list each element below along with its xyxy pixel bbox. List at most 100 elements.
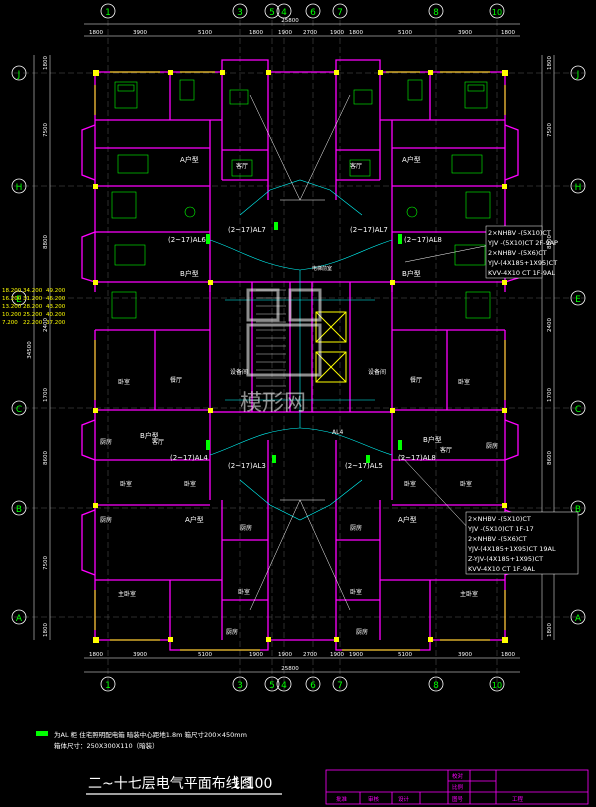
svg-text:H: H xyxy=(16,183,23,193)
svg-text:主卧室: 主卧室 xyxy=(118,590,136,598)
svg-text:1900: 1900 xyxy=(330,652,344,658)
svg-text:J: J xyxy=(576,70,580,80)
cable-notes-lower: 2×NHBV -(5X10)CT YJV -(5X10)CT 1F-17 2×N… xyxy=(465,511,579,575)
svg-text:8600: 8600 xyxy=(43,451,49,465)
svg-text:16.200: 16.200 xyxy=(2,296,22,302)
room-labels: A户型 A户型 B户型 B户型 B户型 B户型 A户型 A户型 卧室 卧室 厨房… xyxy=(100,155,500,636)
svg-text:比例: 比例 xyxy=(452,783,464,791)
svg-text:厨房: 厨房 xyxy=(240,524,252,532)
furniture xyxy=(111,79,491,319)
legend-text-1: 为AL 柜 住宅照明配电箱 暗装中心距地1.8m 箱尺寸200×450mm xyxy=(54,730,247,739)
dimension-text-left: 1800 7500 8800 2400 1700 8600 7500 1800 … xyxy=(27,56,49,637)
svg-text:8800: 8800 xyxy=(43,235,49,249)
cable-notes-upper: 2×NHBV -(5X10)CT YJV -(5X10)CT 2F-9AP 2×… xyxy=(485,225,558,279)
svg-text:E: E xyxy=(575,295,581,305)
panel-label-al7: (2~17)AL7 xyxy=(350,226,388,234)
svg-text:3900: 3900 xyxy=(458,30,472,36)
svg-text:厨房: 厨房 xyxy=(486,442,498,450)
svg-text:46.200: 46.200 xyxy=(46,296,66,302)
svg-text:E: E xyxy=(16,295,22,305)
windows xyxy=(94,71,506,651)
svg-text:客厅: 客厅 xyxy=(350,162,362,170)
svg-text:A: A xyxy=(16,614,23,624)
svg-text:批准: 批准 xyxy=(336,795,348,803)
unit-label: B户型 xyxy=(180,269,199,278)
svg-text:1: 1 xyxy=(105,681,111,691)
svg-text:7.200: 7.200 xyxy=(2,320,18,326)
panel-label-al3: (2~17)AL3 xyxy=(228,462,266,470)
svg-text:5100: 5100 xyxy=(198,652,212,658)
svg-text:7: 7 xyxy=(337,681,343,691)
svg-text:4: 4 xyxy=(281,8,287,18)
title-block-text: 批准 审核 设计 校对 比例 图号 工程 xyxy=(336,772,524,803)
legend-swatch xyxy=(36,731,48,736)
axis-bubble-E: E xyxy=(11,290,27,306)
svg-text:C: C xyxy=(575,405,581,415)
svg-text:8800: 8800 xyxy=(547,235,553,249)
svg-text:1800: 1800 xyxy=(501,30,515,36)
svg-text:43.200: 43.200 xyxy=(46,304,66,310)
svg-text:厨房: 厨房 xyxy=(350,524,362,532)
svg-text:1700: 1700 xyxy=(43,388,49,402)
svg-text:卧室: 卧室 xyxy=(460,480,472,488)
top-axis-bubbles: 1 3 5 4 6 7 8 10 xyxy=(100,3,505,19)
svg-text:1700: 1700 xyxy=(547,388,553,402)
stairs xyxy=(256,289,286,395)
svg-text:3900: 3900 xyxy=(458,652,472,658)
svg-text:YJV -(5X10)CT 1F-17: YJV -(5X10)CT 1F-17 xyxy=(467,525,534,533)
svg-text:2×NHBV -(5X6)CT: 2×NHBV -(5X6)CT xyxy=(488,249,547,257)
unit-label: B户型 xyxy=(423,435,442,444)
svg-text:1: 1 xyxy=(105,8,111,18)
axis-bubble-H: H xyxy=(11,178,27,194)
unit-label: B户型 xyxy=(140,431,159,440)
svg-text:3: 3 xyxy=(237,681,243,691)
drawing-scale: 1:100 xyxy=(232,776,272,792)
svg-text:卧室: 卧室 xyxy=(238,588,250,596)
svg-text:审核: 审核 xyxy=(368,795,380,803)
svg-text:校对: 校对 xyxy=(452,772,464,780)
panel-label-al6: (2~17)AL6 xyxy=(168,236,206,244)
svg-text:餐厅: 餐厅 xyxy=(410,376,422,384)
svg-text:1800: 1800 xyxy=(501,652,515,658)
svg-text:主卧室: 主卧室 xyxy=(460,590,478,598)
svg-text:8: 8 xyxy=(433,681,439,691)
svg-text:6: 6 xyxy=(310,8,316,18)
distribution-panels xyxy=(206,222,402,463)
svg-text:7500: 7500 xyxy=(547,123,553,137)
svg-text:厨房: 厨房 xyxy=(226,628,238,636)
axis-bubble-8: 8 xyxy=(428,3,444,19)
svg-text:2400: 2400 xyxy=(547,318,553,332)
panel-label-al7-left: (2~17)AL7 xyxy=(228,226,266,234)
svg-text:34.200: 34.200 xyxy=(23,288,43,294)
svg-text:7: 7 xyxy=(337,8,343,18)
left-axis-bubbles: J H E C B A xyxy=(11,65,27,625)
axis-bubble-J: J xyxy=(11,65,27,81)
svg-text:5100: 5100 xyxy=(398,30,412,36)
svg-text:2×NHBV -(5X6)CT: 2×NHBV -(5X6)CT xyxy=(468,535,527,543)
svg-text:5100: 5100 xyxy=(398,652,412,658)
drawing-title-text: 二~十七层电气平面布线图 xyxy=(88,776,254,792)
svg-text:40.200: 40.200 xyxy=(46,312,66,318)
svg-text:1800: 1800 xyxy=(547,56,553,70)
svg-text:客厅: 客厅 xyxy=(236,162,248,170)
svg-text:34500: 34500 xyxy=(27,341,33,359)
svg-text:3: 3 xyxy=(237,8,243,18)
svg-text:A: A xyxy=(575,614,582,624)
svg-text:设计: 设计 xyxy=(398,795,410,803)
svg-text:1800: 1800 xyxy=(89,652,103,658)
svg-text:1900: 1900 xyxy=(349,652,363,658)
panel-label-al4: AL4 xyxy=(332,429,343,436)
svg-text:5: 5 xyxy=(269,681,275,691)
panel-labels: (2~17)AL6 (2~17)AL7 (2~17)AL7 (2~17)AL8 … xyxy=(168,226,442,470)
axis-bubble-7: 7 xyxy=(332,3,348,19)
dimension-text-bottom: 1800 3900 5100 1900 1900 2700 1900 1900 … xyxy=(89,652,515,672)
axis-bubble-3: 3 xyxy=(232,3,248,19)
svg-text:31.200: 31.200 xyxy=(23,296,43,302)
svg-text:KVV-4X10 CT 1F-9AL: KVV-4X10 CT 1F-9AL xyxy=(468,565,535,573)
svg-text:25.200: 25.200 xyxy=(23,312,43,318)
svg-text:10.200: 10.200 xyxy=(2,312,22,318)
leader-lines xyxy=(249,94,491,611)
panel-label-al4-left: (2~17)AL4 xyxy=(170,454,208,462)
